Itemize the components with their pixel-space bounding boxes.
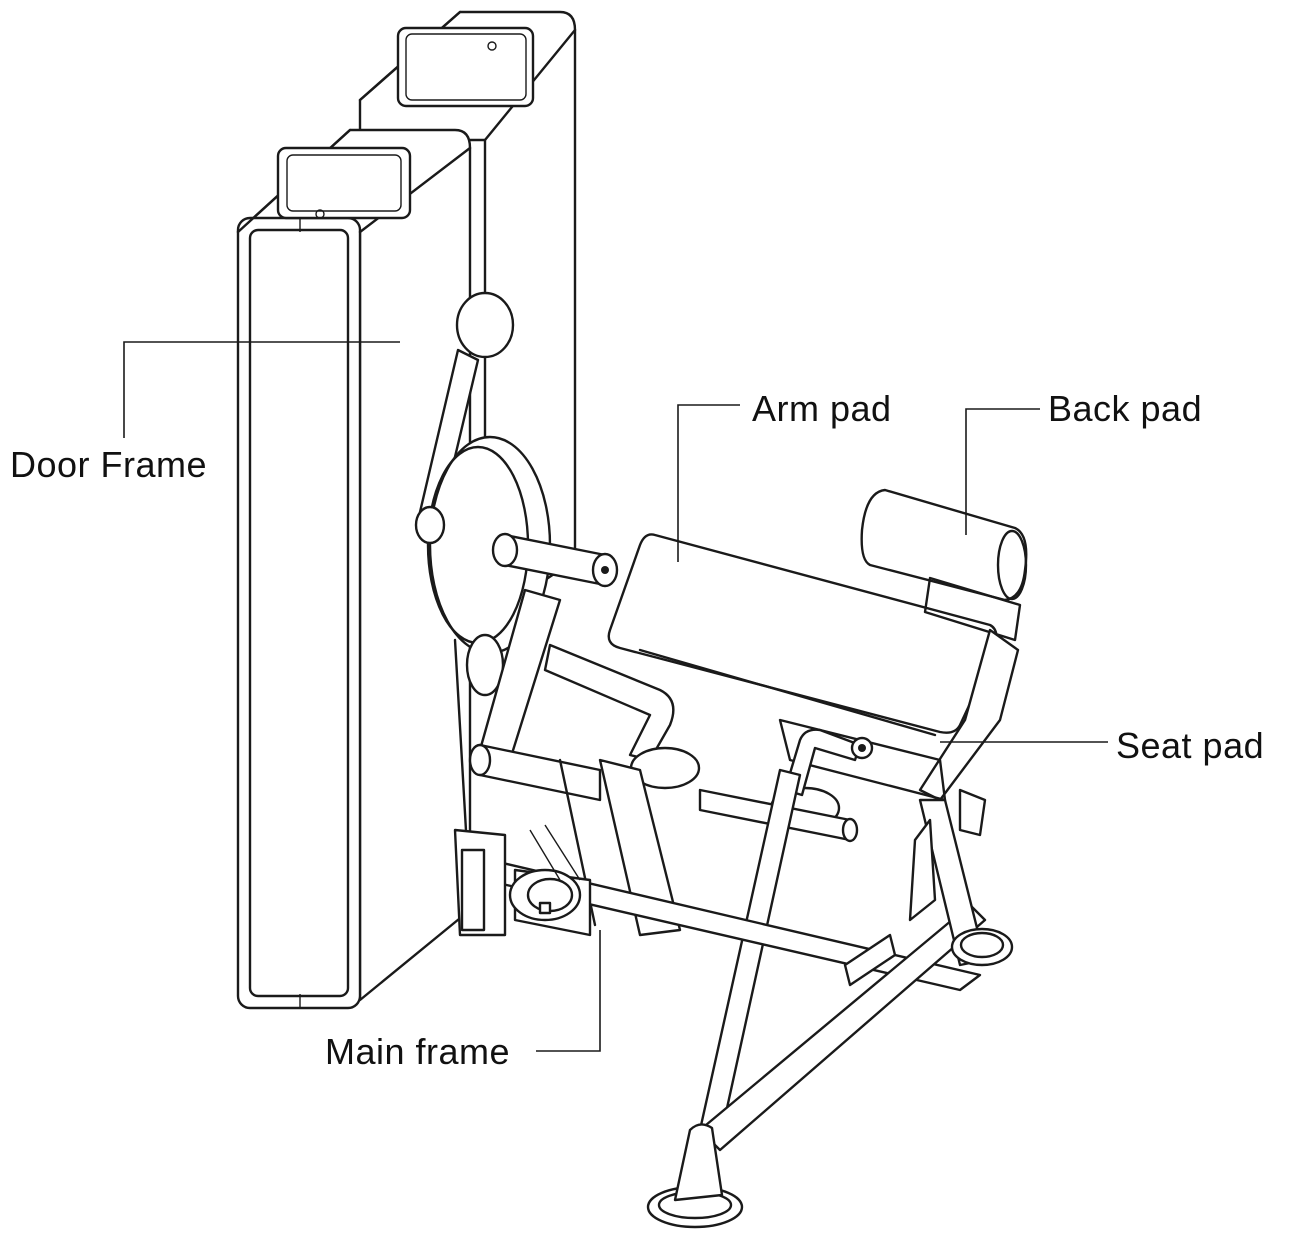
label-door-frame: Door Frame	[10, 444, 208, 485]
leader-main-frame	[536, 930, 601, 1052]
cam-assembly	[414, 291, 552, 902]
machine-feet	[646, 927, 1014, 1229]
arm-pad-assembly	[478, 532, 998, 762]
label-back-pad: Back pad	[1048, 388, 1203, 429]
leader-door-frame	[123, 341, 400, 438]
label-main-frame: Main frame	[325, 1031, 511, 1072]
main-frame	[453, 758, 987, 1152]
back-pad-assembly	[860, 488, 1028, 642]
leader-arm-pad	[677, 404, 740, 562]
door-frame-tower	[236, 128, 472, 1010]
label-seat-pad: Seat pad	[1116, 725, 1265, 766]
label-arm-pad: Arm pad	[752, 388, 892, 429]
leader-back-pad	[965, 408, 1040, 535]
leader-lines	[123, 341, 1108, 1052]
